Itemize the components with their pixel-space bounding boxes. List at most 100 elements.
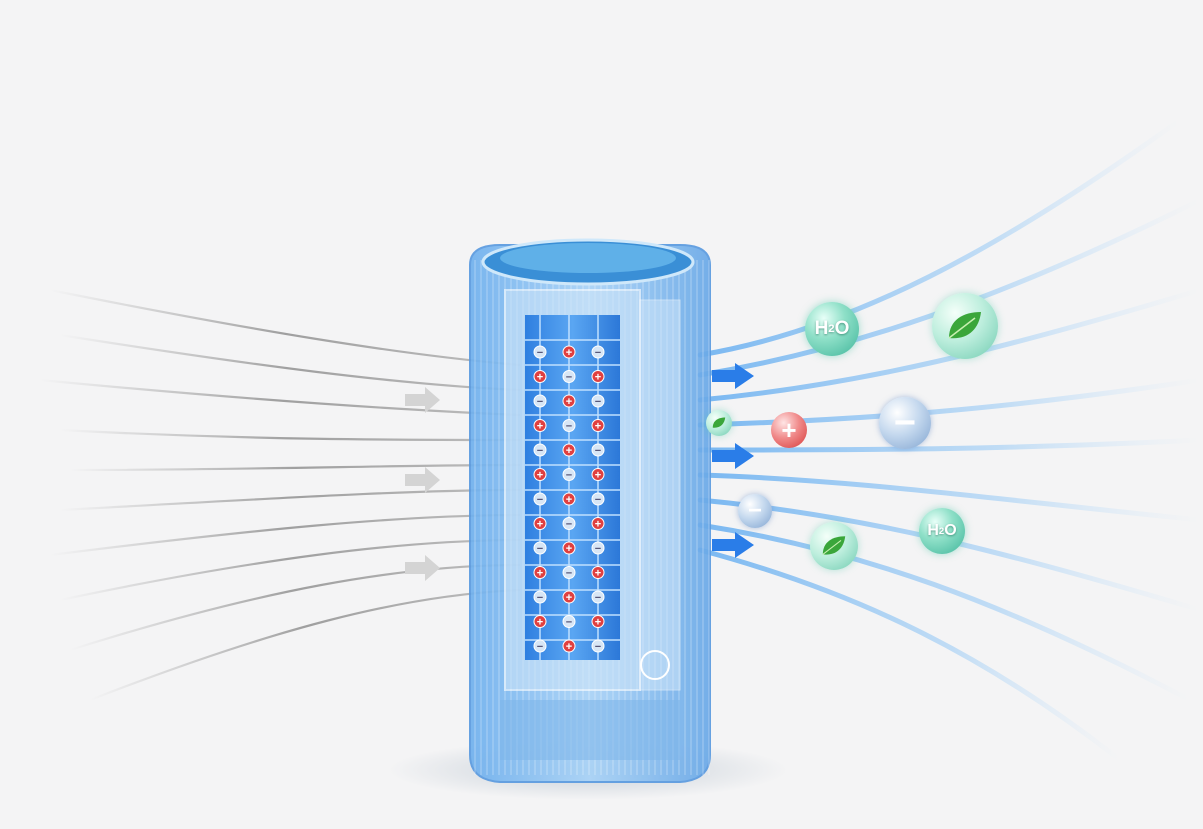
leaf-bubble: [706, 410, 732, 436]
blue-arrow-icon: [712, 363, 754, 389]
negative-ion-marker: [591, 541, 605, 555]
plus-icon: +: [537, 470, 543, 482]
positive-ion-marker: [591, 419, 605, 432]
positive-ion-marker: [533, 615, 547, 628]
h2o-subscript: 2: [828, 323, 835, 335]
positive-ion-marker: [562, 492, 576, 506]
positive-ion-marker: [562, 590, 576, 604]
negative-ion-bubble: −: [879, 397, 931, 449]
minus-icon: −: [537, 592, 543, 604]
minus-icon: −: [566, 470, 572, 482]
plus-icon: +: [566, 347, 572, 359]
positive-ion-marker: [533, 419, 547, 432]
plus-icon: +: [566, 592, 572, 604]
plus-icon: +: [537, 421, 543, 433]
plus-icon: +: [566, 543, 572, 555]
positive-ion-marker: [591, 615, 605, 628]
h2o-label: H: [927, 522, 939, 539]
intake-airflow-lines: [39, 288, 521, 702]
positive-ion-marker: [562, 541, 576, 555]
minus-icon: −: [595, 543, 601, 555]
minus-icon: −: [747, 497, 762, 524]
leaf-icon: [822, 536, 846, 555]
minus-icon: −: [893, 401, 917, 444]
negative-ion-marker: [562, 615, 576, 628]
positive-ion-bubble: +: [771, 412, 807, 448]
negative-ion-marker: [533, 345, 547, 359]
gray-arrow-icon: [405, 387, 440, 413]
minus-icon: −: [537, 494, 543, 506]
plus-icon: +: [566, 641, 572, 653]
negative-ion-marker: [533, 492, 547, 506]
minus-icon: −: [566, 372, 572, 384]
plus-icon: +: [537, 568, 543, 580]
positive-ion-marker: [533, 370, 547, 383]
leaf-icon: [712, 417, 726, 428]
positive-ion-marker: [591, 370, 605, 383]
minus-icon: −: [595, 494, 601, 506]
negative-ion-marker: [591, 345, 605, 359]
negative-ion-marker: [533, 394, 547, 408]
leaf-icon: [948, 312, 981, 339]
gray-arrow-icon: [405, 467, 440, 493]
leaf-bubble: [932, 293, 998, 359]
negative-ion-marker: [591, 492, 605, 506]
negative-ion-bubble-small: −: [738, 494, 772, 528]
negative-ion-marker: [562, 566, 576, 579]
plus-icon: +: [781, 414, 797, 445]
negative-ion-marker: [591, 639, 605, 653]
h2o-label-end: O: [834, 318, 850, 339]
minus-icon: −: [595, 347, 601, 359]
h2o-label-end: O: [944, 522, 957, 539]
positive-ion-marker: [591, 517, 605, 530]
negative-ion-marker: [533, 590, 547, 604]
negative-ion-marker: [562, 517, 576, 530]
negative-ion-marker: [591, 590, 605, 604]
minus-icon: −: [595, 641, 601, 653]
minus-icon: −: [566, 519, 572, 531]
positive-ion-marker: [562, 443, 576, 457]
minus-icon: −: [566, 617, 572, 629]
negative-ion-marker: [562, 370, 576, 383]
minus-icon: −: [537, 347, 543, 359]
plus-icon: +: [595, 372, 601, 384]
minus-icon: −: [537, 445, 543, 457]
plus-icon: +: [595, 519, 601, 531]
plus-icon: +: [537, 372, 543, 384]
leaf-bubble: [810, 522, 858, 570]
minus-icon: −: [537, 641, 543, 653]
blue-arrow-icon: [712, 443, 754, 469]
positive-ion-marker: [562, 639, 576, 653]
blue-arrow-icon: [712, 532, 754, 558]
ion-markers: −+−+−+−+−+−+−+−+−+−+−+−+−+−+−+−+−+−+−+−: [533, 345, 605, 653]
minus-icon: −: [595, 396, 601, 408]
plus-icon: +: [595, 568, 601, 580]
negative-ion-marker: [591, 443, 605, 457]
plus-icon: +: [595, 470, 601, 482]
minus-icon: −: [537, 543, 543, 555]
air-purifier-device: [469, 238, 711, 783]
minus-icon: −: [566, 568, 572, 580]
positive-ion-marker: [591, 468, 605, 481]
plus-icon: +: [595, 421, 601, 433]
positive-ion-marker: [533, 517, 547, 530]
intake-arrows: [405, 387, 440, 581]
negative-ion-marker: [533, 541, 547, 555]
plus-icon: +: [566, 396, 572, 408]
minus-icon: −: [595, 445, 601, 457]
output-arrows: [712, 363, 754, 558]
h2o-label: H: [814, 318, 829, 339]
plus-icon: +: [537, 519, 543, 531]
plus-icon: +: [537, 617, 543, 629]
minus-icon: −: [566, 421, 572, 433]
positive-ion-marker: [562, 345, 576, 359]
h2o-subscript: 2: [938, 525, 945, 537]
plus-icon: +: [595, 617, 601, 629]
plus-icon: +: [566, 494, 572, 506]
positive-ion-marker: [533, 566, 547, 579]
minus-icon: −: [595, 592, 601, 604]
positive-ion-marker: [562, 394, 576, 408]
positive-ion-marker: [591, 566, 605, 579]
